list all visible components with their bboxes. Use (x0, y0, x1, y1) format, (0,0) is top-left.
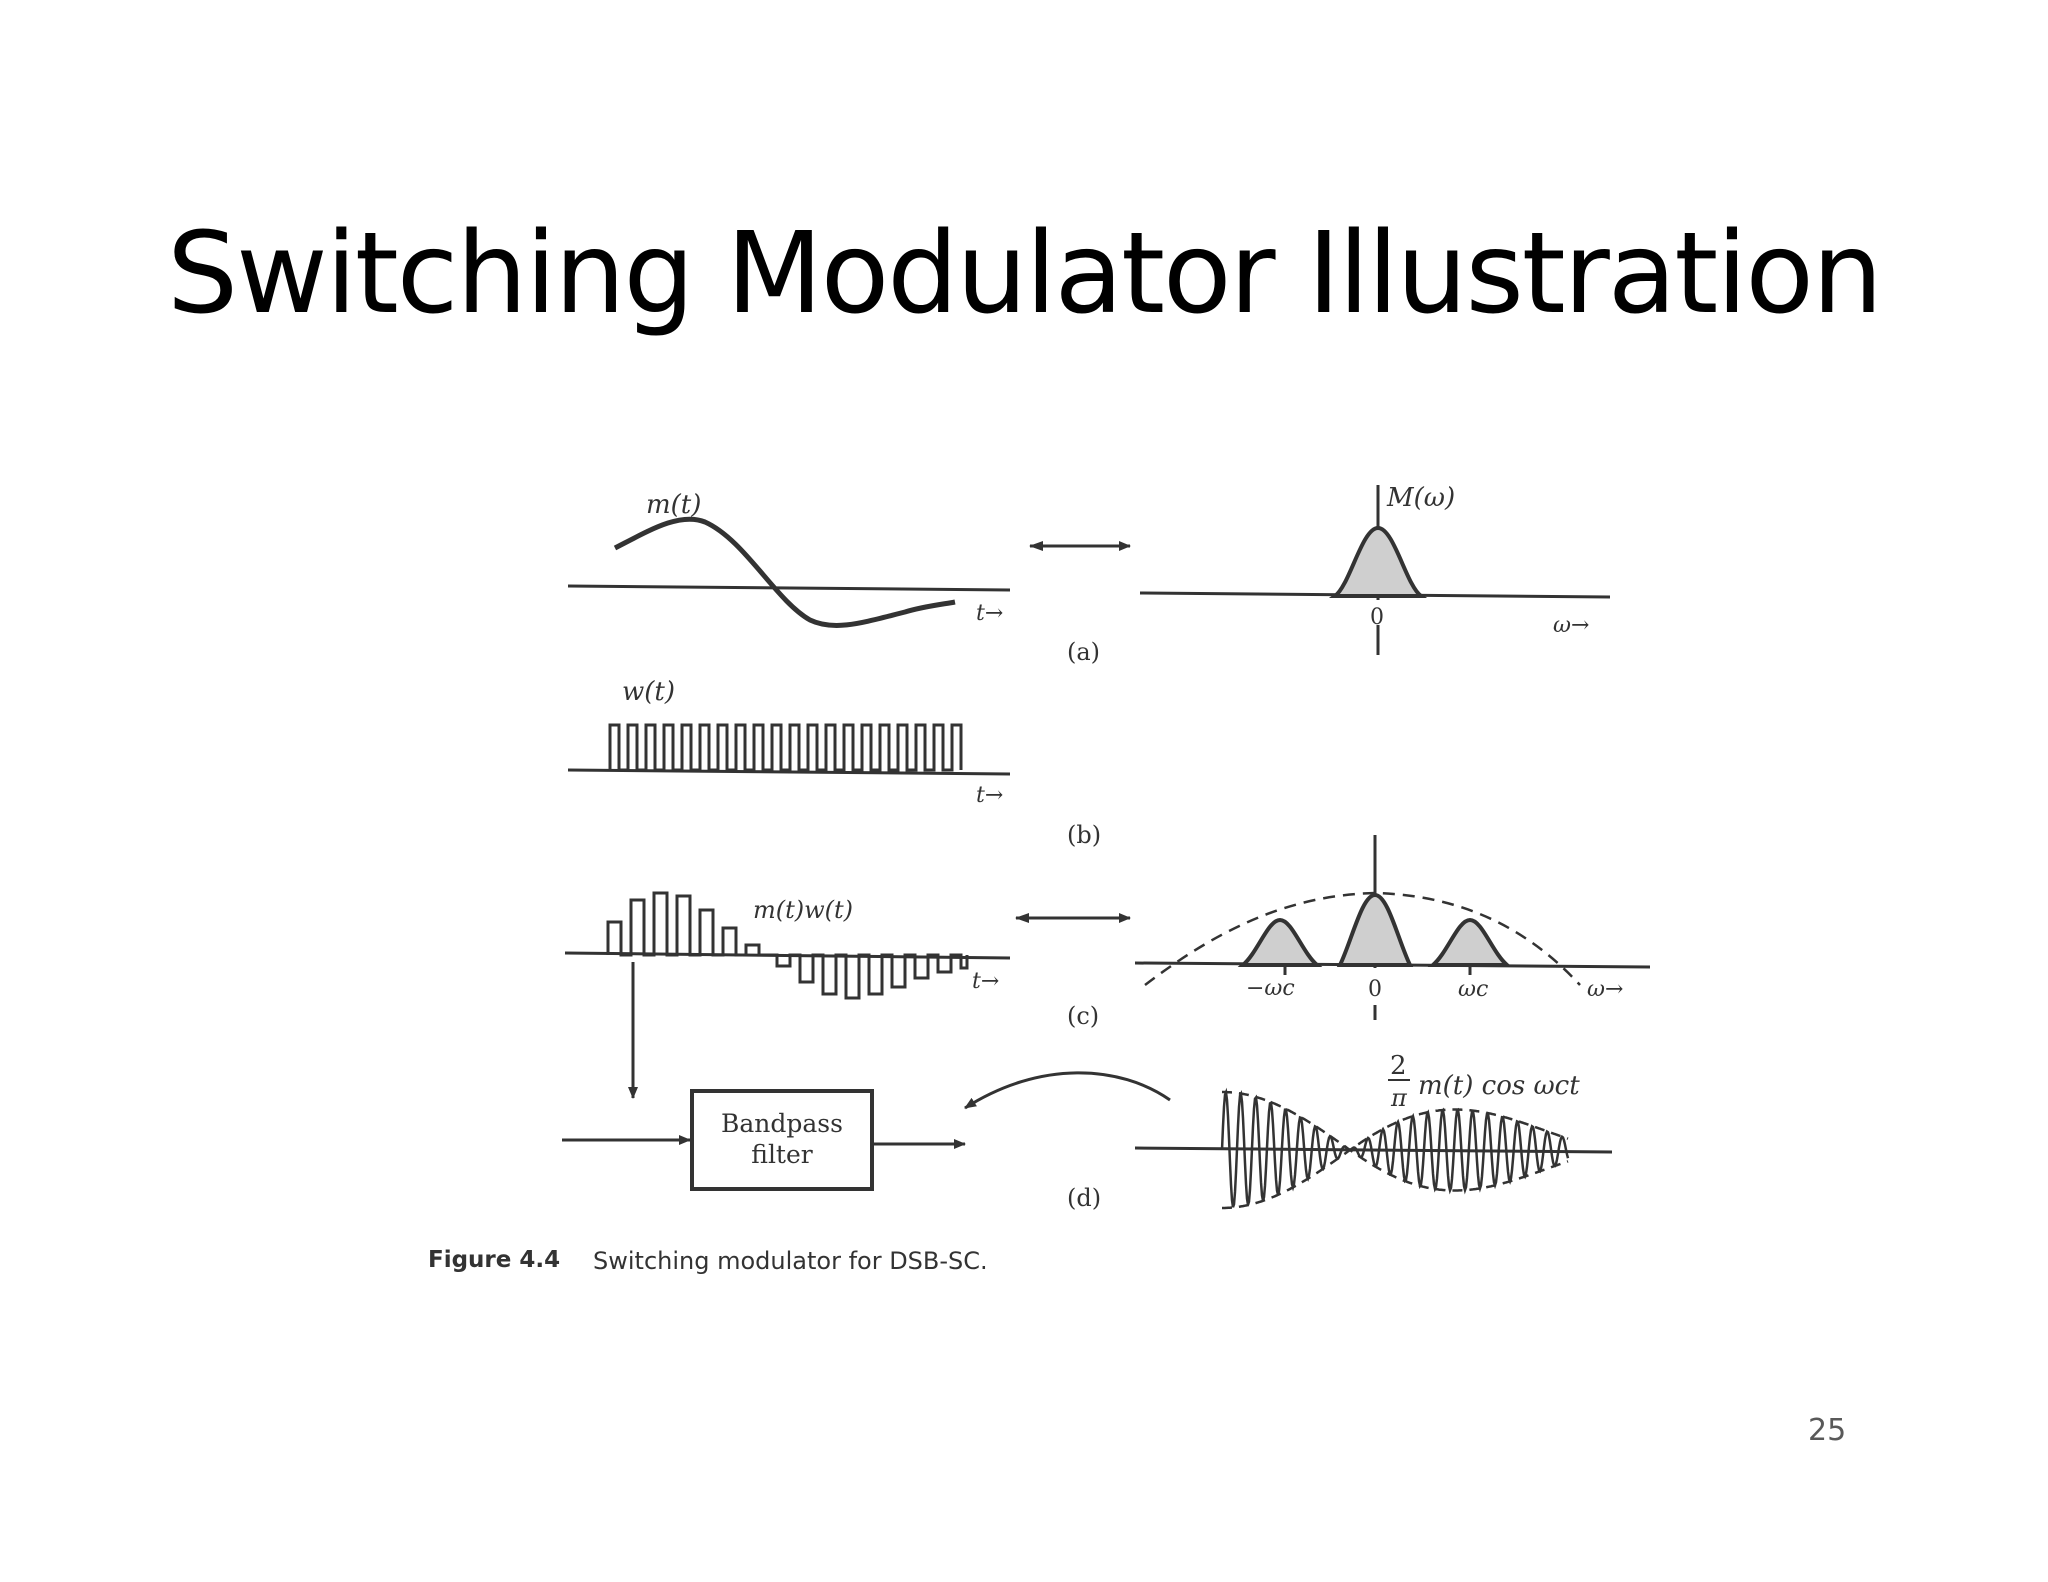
panel-a-time: m(t) t→ (a) (567, 490, 1100, 666)
panel-tag-c: (c) (1067, 1002, 1099, 1030)
caption-label: Figure 4.4 (428, 1247, 560, 1273)
bandpass-filter-box (690, 1089, 874, 1191)
time-axis-label-b: t→ (976, 783, 1003, 808)
filter-label-1: Bandpass (721, 1109, 843, 1138)
panel-a-spectrum: M(ω) 0 ω→ (1139, 483, 1611, 655)
sinc-envelope (1144, 891, 1581, 986)
panel-c-time: m(t)w(t) t→ (c) (564, 891, 1099, 1030)
switching-pulse-train (608, 723, 963, 772)
spectrum-peak (1328, 525, 1428, 598)
panel-b-time: w(t) t→ (b) (567, 677, 1101, 849)
panel-tag-a: (a) (1067, 638, 1100, 666)
envelope-lower (1222, 1148, 1569, 1210)
signal-label-w: w(t) (622, 677, 675, 707)
zero-tick-a: 0 (1370, 605, 1384, 630)
page-number: 25 (1808, 1413, 1847, 1448)
slide-title: Switching Modulator Illustration (167, 209, 1883, 339)
panel-tag-b: (b) (1067, 821, 1101, 849)
fraction-denominator: π (1390, 1084, 1408, 1112)
panel-c-spectrum: −ωc 0 ωc ω→ (1134, 835, 1651, 1020)
panel-d-output: 2 π m(t) cos ωct (1134, 1051, 1613, 1210)
time-axis-label-c: t→ (972, 969, 999, 994)
spectrum-peak-pos (1427, 917, 1513, 967)
message-signal (613, 516, 956, 628)
spectrum-label-M: M(ω) (1386, 483, 1455, 513)
signal-label-m: m(t) (646, 490, 701, 520)
freq-axis-label-a: ω→ (1553, 613, 1589, 638)
tick-pos-wc: ωc (1458, 977, 1488, 1002)
caption-text: Switching modulator for DSB-SC. (593, 1247, 988, 1275)
panel-tag-d: (d) (1067, 1184, 1101, 1212)
signal-label-mw: m(t)w(t) (753, 896, 853, 924)
freq-axis-label-c: ω→ (1587, 977, 1623, 1002)
tick-zero-c: 0 (1368, 977, 1382, 1002)
fraction-numerator: 2 (1390, 1051, 1407, 1081)
output-signal-label: m(t) cos ωct (1418, 1071, 1580, 1101)
spectrum-peak-neg (1237, 917, 1323, 967)
panel-d-filter: Bandpass filter (d) (562, 962, 1171, 1212)
tick-neg-wc: −ωc (1246, 976, 1295, 1001)
spectrum-peak-zero (1336, 892, 1414, 967)
time-axis-label-a: t→ (976, 601, 1003, 626)
product-signal-pulses (606, 891, 969, 1000)
envelope-upper (1222, 1090, 1569, 1152)
filter-label-2: filter (751, 1140, 813, 1169)
curved-arrow (964, 1071, 1171, 1110)
